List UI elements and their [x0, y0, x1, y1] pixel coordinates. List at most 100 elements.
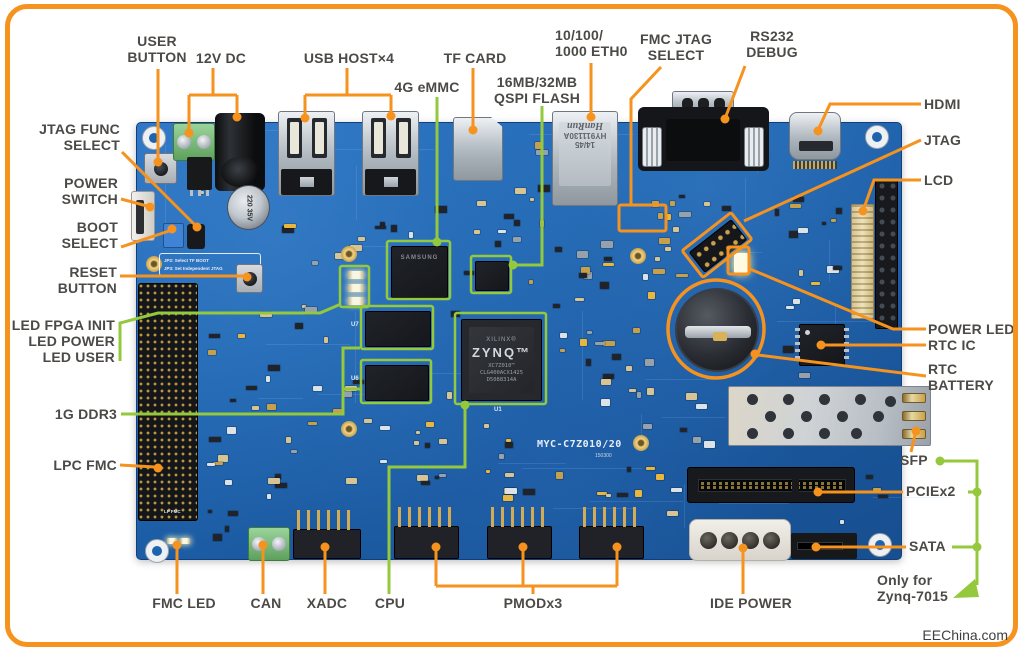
callout-label-reset-button: RESET BUTTON	[57, 264, 117, 296]
smd-component	[350, 245, 362, 251]
smd-component	[474, 230, 480, 234]
smd-component	[643, 424, 652, 429]
smd-component	[646, 467, 655, 470]
smd-component	[603, 263, 614, 266]
smd-component	[831, 219, 836, 222]
mounting-hole-bl	[146, 540, 168, 562]
callout-line-usb-host	[303, 68, 393, 115]
smd-component	[291, 450, 297, 453]
silk-lp-fmc: LP FMC	[164, 509, 181, 514]
smd-component	[207, 463, 215, 466]
smd-component	[484, 424, 489, 428]
rtc-ic-chip	[795, 324, 849, 366]
smd-component	[560, 333, 567, 338]
smd-component	[375, 226, 386, 229]
smd-component	[208, 350, 216, 355]
smd-component	[580, 339, 587, 346]
smd-component	[345, 386, 357, 391]
smd-component	[601, 379, 611, 385]
reset-push-button	[236, 264, 263, 293]
smd-component	[495, 241, 501, 247]
smd-component	[447, 392, 452, 399]
pmod-header-1	[394, 507, 459, 559]
smd-component	[238, 334, 245, 338]
smd-component	[601, 399, 610, 406]
smd-component	[230, 399, 236, 402]
jtag-func-jumper	[187, 224, 205, 249]
callout-label-sfp: SFP	[900, 452, 928, 468]
smd-component	[629, 389, 636, 392]
smd-component	[538, 185, 550, 192]
smd-component	[652, 201, 659, 207]
emmc-chip: SAMSUNG	[391, 246, 448, 298]
smd-component	[312, 261, 318, 265]
pmod-header-3	[579, 507, 644, 559]
sfp-hole	[851, 428, 862, 439]
smd-component	[633, 328, 640, 333]
smd-component	[267, 494, 271, 499]
smd-component	[308, 422, 317, 425]
pcb-trace	[590, 501, 683, 502]
callout-label-led-indicators: LED FPGA INIT LED POWER LED USER	[11, 317, 115, 365]
callout-label-jtag: JTAG	[924, 132, 962, 148]
smd-component	[798, 228, 808, 233]
smd-component	[659, 238, 670, 244]
pcb-trace	[582, 311, 583, 400]
electrolytic-capacitor: 220 35V	[227, 185, 270, 230]
fmc-led-cluster	[167, 538, 193, 546]
status-led-cluster	[344, 271, 368, 307]
smd-component	[380, 426, 390, 430]
callout-dot-zynq7015-bracket	[972, 487, 982, 497]
ethernet-jack: 14/45 HY911130A HanRun	[552, 111, 618, 206]
smd-component	[421, 481, 430, 485]
callout-label-rtc-battery: RTC BATTERY	[928, 361, 994, 393]
rtc-battery	[675, 288, 759, 372]
callout-label-usb-host: USB HOST×4	[303, 50, 395, 66]
smd-component	[333, 409, 343, 414]
sfp-hole	[837, 411, 848, 422]
sfp-hole	[747, 428, 758, 439]
smd-component	[722, 206, 731, 211]
ide-power-connector	[689, 519, 791, 561]
smd-component	[225, 526, 229, 532]
smd-component	[268, 478, 280, 484]
smd-component	[506, 439, 511, 442]
usb-host-connector-2	[362, 111, 419, 196]
smd-component	[635, 490, 642, 497]
callout-dot-zynq7015-bracket	[935, 456, 945, 466]
smd-component	[435, 476, 439, 479]
pcb-trace	[498, 463, 566, 464]
gold-pad-3	[630, 248, 646, 264]
smd-component	[498, 230, 506, 233]
smd-component	[680, 428, 687, 432]
smd-component	[416, 431, 420, 434]
callout-line-zynq7015-bracket	[940, 459, 979, 585]
power-led	[734, 253, 748, 273]
smd-component	[266, 376, 270, 382]
dc-barrel-jack	[215, 113, 265, 191]
smd-component	[451, 311, 460, 317]
smd-component	[653, 269, 665, 274]
smd-component	[553, 304, 560, 308]
highlight-arrow-10	[953, 579, 979, 598]
smd-component	[783, 346, 794, 353]
tf-card-slot	[453, 117, 503, 181]
pcb-trace	[873, 497, 950, 498]
smd-component	[486, 470, 490, 473]
smd-component	[275, 474, 281, 479]
callout-label-qspi-flash: 16MB/32MB QSPI FLASH	[493, 74, 581, 106]
sfp-hole	[873, 411, 884, 422]
callout-label-sata: SATA	[909, 538, 946, 554]
smd-component	[439, 439, 447, 444]
smd-component	[530, 198, 534, 201]
usb-host-connector-1	[278, 111, 335, 196]
gold-pad-1	[146, 256, 162, 272]
smd-component	[505, 442, 513, 448]
smd-component	[584, 272, 592, 279]
regulator-transistor	[187, 157, 212, 196]
smd-component	[346, 478, 357, 484]
mounting-hole-br	[869, 534, 891, 556]
smd-component	[655, 257, 660, 261]
sfp-hole	[783, 428, 794, 439]
smd-component	[313, 386, 322, 391]
